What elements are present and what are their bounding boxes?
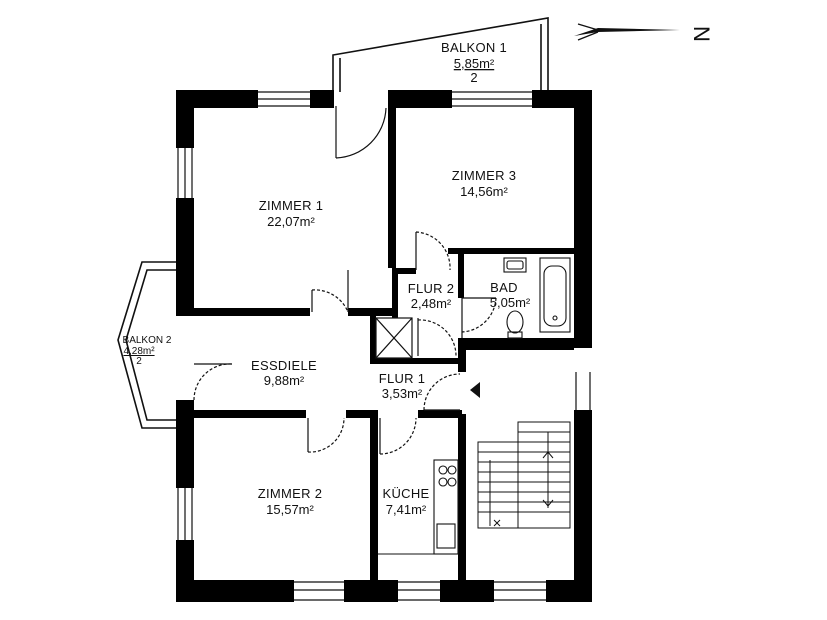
room-flur-2: FLUR 2 2,48m²	[408, 281, 455, 311]
room-area: 15,57m²	[266, 502, 314, 517]
windows	[177, 91, 591, 601]
balkon-2-outline	[117, 261, 180, 429]
balcony-name: BALKON 2	[123, 335, 172, 346]
room-zimmer-1: ZIMMER 1 22,07m²	[259, 198, 324, 229]
room-name: ZIMMER 3	[452, 168, 517, 183]
balcony-note: 2	[136, 356, 142, 367]
room-area: 2,48m²	[411, 296, 452, 311]
interior-walls	[176, 90, 592, 602]
north-label: N	[689, 26, 714, 42]
room-name: ZIMMER 2	[258, 486, 323, 501]
room-name: FLUR 2	[408, 281, 455, 296]
staircase	[477, 421, 571, 529]
room-area: 9,88m²	[264, 373, 305, 388]
balcony-area: 4,28m²	[123, 346, 155, 357]
bathtub	[539, 257, 571, 333]
shaft	[375, 317, 413, 359]
balcony-note: 2	[470, 70, 477, 85]
kitchen-counter	[378, 459, 459, 555]
room-name: FLUR 1	[379, 371, 426, 386]
room-area: 7,41m²	[386, 502, 427, 517]
room-area: 22,07m²	[267, 214, 315, 229]
room-area: 14,56m²	[460, 184, 508, 199]
room-flur-1: FLUR 1 3,53m²	[379, 371, 426, 401]
room-name: KÜCHE	[382, 486, 429, 501]
room-area: 3,53m²	[382, 386, 423, 401]
room-zimmer-3: ZIMMER 3 14,56m²	[452, 168, 517, 199]
room-kueche: KÜCHE 7,41m²	[382, 486, 429, 517]
room-name: ESSDIELE	[251, 358, 317, 373]
balkon-1-outline	[332, 17, 549, 92]
room-area: 5,05m²	[490, 295, 531, 310]
balkon-1-label: BALKON 1 5,85m² 2	[441, 40, 507, 85]
outer-walls	[176, 90, 592, 602]
room-name: ZIMMER 1	[259, 198, 324, 213]
room-zimmer-2: ZIMMER 2 15,57m²	[258, 486, 323, 517]
room-name: BAD	[490, 280, 518, 295]
toilet	[506, 310, 524, 339]
room-essdiele: ESSDIELE 9,88m²	[251, 358, 317, 388]
entrance-arrow	[470, 382, 480, 398]
north-arrow	[574, 23, 680, 41]
doors	[193, 106, 497, 455]
balcony-name: BALKON 1	[441, 40, 507, 55]
room-bad: BAD 5,05m²	[490, 280, 531, 310]
balkon-2-label: BALKON 2 4,28m² 2	[123, 335, 172, 367]
sink-bad	[503, 257, 527, 273]
balcony-area: 5,85m²	[454, 56, 495, 71]
